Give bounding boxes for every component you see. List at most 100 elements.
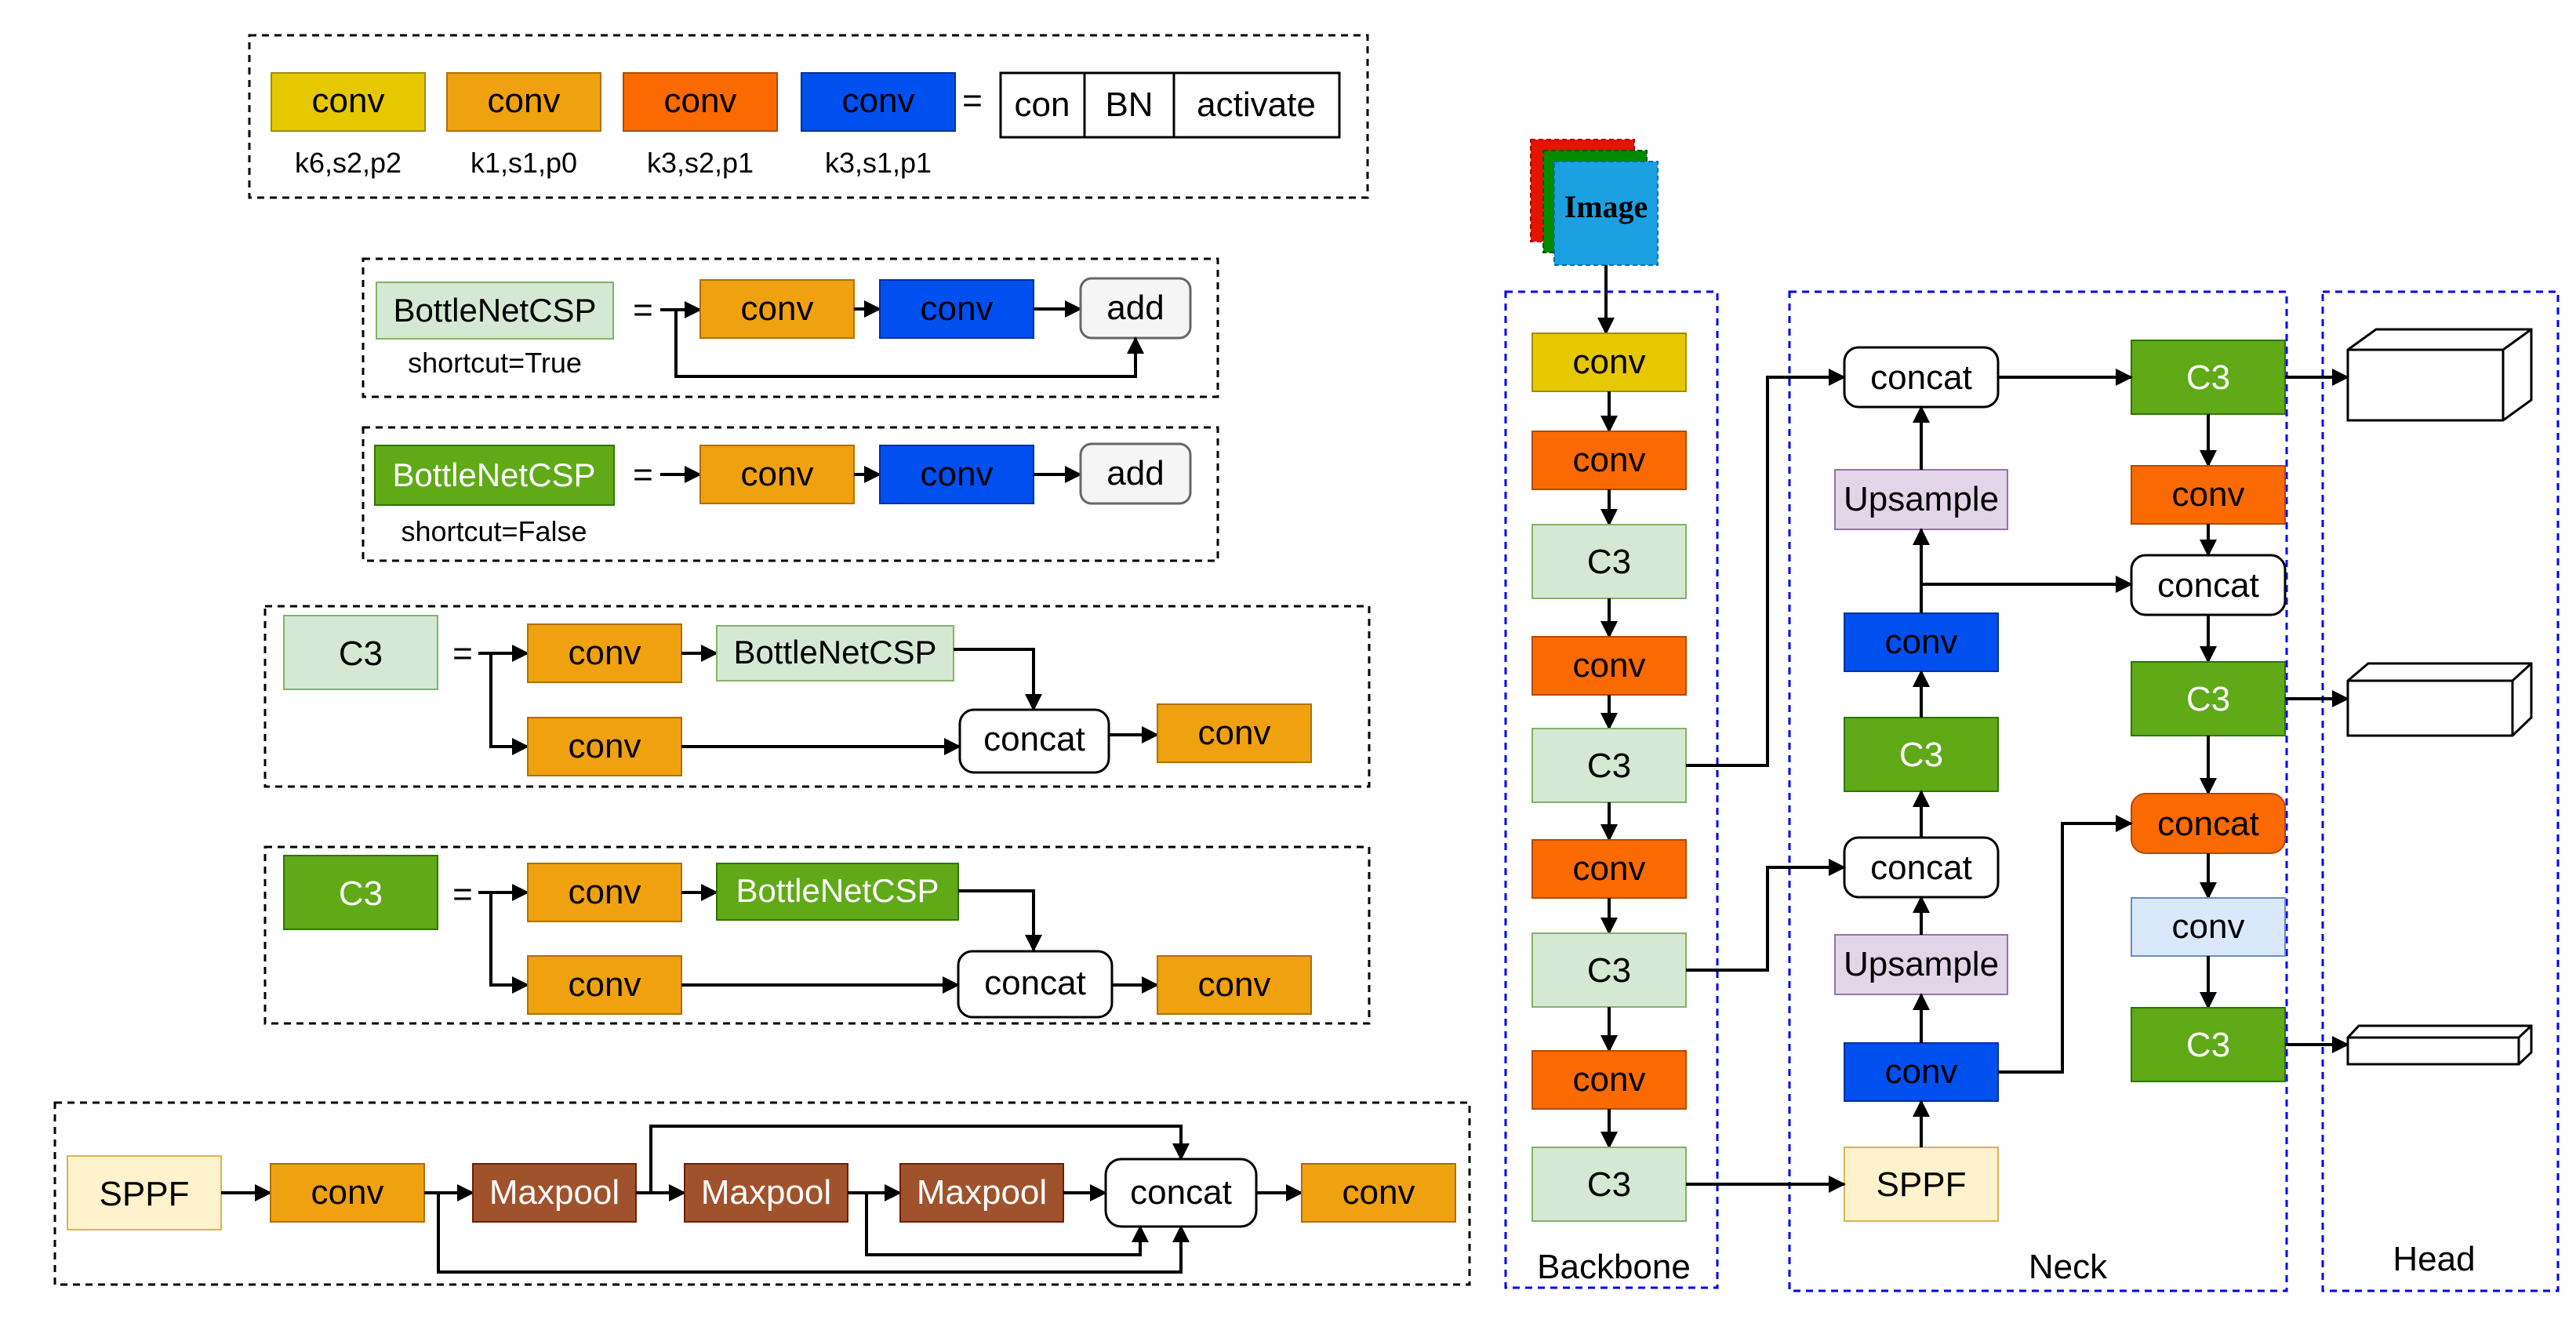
backbone-conv-1-label: conv [1573,343,1646,381]
neck-c3-out2-label: C3 [2186,680,2230,718]
bottleneck-false-equals: = [633,456,653,494]
neck-conv-mid [1844,612,1999,672]
head-label: Head [2393,1240,2475,1278]
backbone-c3-2-label: C3 [1587,747,1631,785]
backbone-conv-3 [1531,636,1687,696]
sppf-maxpool-2 [684,1163,848,1223]
neck-sppf-label: SPPF [1877,1165,1967,1204]
sppf-frame [53,1101,1471,1286]
c3-light-bottleneck [716,625,954,681]
backbone-region [1504,290,1719,1289]
backbone-conv-1 [1531,333,1687,392]
c3-dark-definition: C3 = conv BottleNetCSP conv concat conv [263,845,1371,1025]
head-output-small [2346,1024,2533,1066]
legend-conv-definition [999,71,1341,139]
backbone-c3-4 [1531,1147,1687,1222]
c3-light-name: C3 [339,634,383,673]
legend-part-con: con [1015,85,1070,124]
backbone-conv-3-label: conv [1573,646,1646,685]
sppf-definition: SPPF conv Maxpool Maxpool Maxpool concat… [53,1101,1471,1286]
backbone-label: Backbone [1537,1248,1691,1286]
legend-k1-param: k1,s1,p0 [471,147,577,179]
c3-light-conv-out-label: conv [1198,714,1271,752]
neck-region [1788,290,2288,1292]
bottleneck-false-definition: BottleNetCSP shortcut=False = conv conv … [362,426,1219,562]
c3-light-bottleneck-label: BottleNetCSP [733,634,936,671]
neck-stack: concat Upsample conv C3 concat Upsample … [1686,340,2287,1222]
sppf-conv-in-label: conv [311,1173,384,1212]
bottleneck-true-block [376,282,614,340]
c3-light-conv-top [527,623,682,683]
neck-concat-mid-label: concat [1870,849,1972,887]
image-label: Image [1564,189,1648,224]
neck-conv-out3 [2131,897,2286,957]
sppf-conv-out [1301,1163,1456,1223]
image-input: Image [1530,139,1659,335]
neck-c3-out2 [2131,661,2286,736]
c3-light-conv-bottom-label: conv [569,727,641,765]
neck-conv-low-label: conv [1885,1052,1958,1091]
legend-conv-k6 [271,72,426,132]
bottleneck-false-conv2-label: conv [921,455,994,493]
neck-concat-out2-label: concat [2157,566,2259,605]
legend-conv-k6-label: conv [312,82,385,120]
backbone-c3-1-label: C3 [1587,543,1631,581]
c3-dark-block [283,855,438,930]
c3-light-conv-out [1157,703,1312,763]
neck-c3-out3-label: C3 [2186,1026,2230,1064]
bottleneck-false-frame [362,426,1219,562]
bottleneck-true-add-label: add [1106,289,1164,327]
c3-dark-conv-top-label: conv [569,873,641,911]
head-outputs [2285,328,2533,1066]
bottleneck-true-frame [362,257,1219,398]
bottleneck-false-add [1079,442,1192,505]
bottleneck-false-conv1 [699,445,855,504]
neck-upsample-top [1834,469,2008,530]
bottleneck-true-conv2-label: conv [921,289,994,328]
c3-light-frame [263,605,1371,788]
sppf-maxpool-3-label: Maxpool [917,1173,1047,1212]
neck-concat-top-label: concat [1870,358,1972,397]
head-output-large [2346,328,2533,422]
bottleneck-true-name: BottleNetCSP [393,292,596,329]
backbone-conv-4-label: conv [1573,849,1646,888]
legend-conv-k3s1 [801,72,956,132]
c3-dark-bottleneck-label: BottleNetCSP [736,872,939,909]
sppf-name: SPPF [100,1175,190,1213]
backbone-c3-4-label: C3 [1587,1165,1631,1204]
neck-conv-out3-label: conv [2172,907,2245,946]
sppf-block [67,1155,222,1230]
sppf-conv-out-label: conv [1342,1173,1415,1212]
sppf-conv-in [270,1163,425,1223]
c3-light-block [283,615,438,690]
c3-light-equals: = [452,634,473,673]
c3-dark-frame [263,845,1371,1025]
neck-c3-mid [1844,717,1999,792]
c3-dark-conv-out-label: conv [1198,965,1271,1004]
c3-dark-bottleneck [716,863,959,921]
sppf-maxpool-2-label: Maxpool [701,1173,831,1212]
legend-frame [248,34,1369,199]
sppf-maxpool-1 [472,1163,637,1223]
bottleneck-true-shortcut: shortcut=True [408,347,582,379]
c3-dark-equals: = [452,875,473,914]
neck-c3-out1 [2131,340,2286,415]
backbone-c3-3-label: C3 [1587,951,1631,990]
bottleneck-true-equals: = [633,291,653,329]
neck-conv-out1 [2131,465,2286,525]
neck-c3-mid-label: C3 [1899,736,1943,774]
neck-upsample-top-label: Upsample [1844,480,1999,518]
neck-c3-out1-label: C3 [2186,358,2230,397]
c3-dark-conv-bottom-label: conv [569,965,641,1004]
legend-part-bn: BN [1105,85,1153,124]
legend-conv-k3s2 [623,72,778,132]
legend-k3s1-param: k3,s1,p1 [825,147,932,179]
neck-label: Neck [2029,1248,2108,1286]
legend-conv-k3s2-label: conv [664,82,737,120]
neck-upsample-low-label: Upsample [1844,945,1999,983]
bottleneck-true-definition: BottleNetCSP shortcut=True = conv conv a… [362,257,1219,398]
head-region [2321,290,2560,1292]
neck-concat-out3-label: concat [2157,805,2259,843]
legend-k3s2-param: k3,s2,p1 [647,147,754,179]
neck-sppf [1844,1147,1999,1222]
